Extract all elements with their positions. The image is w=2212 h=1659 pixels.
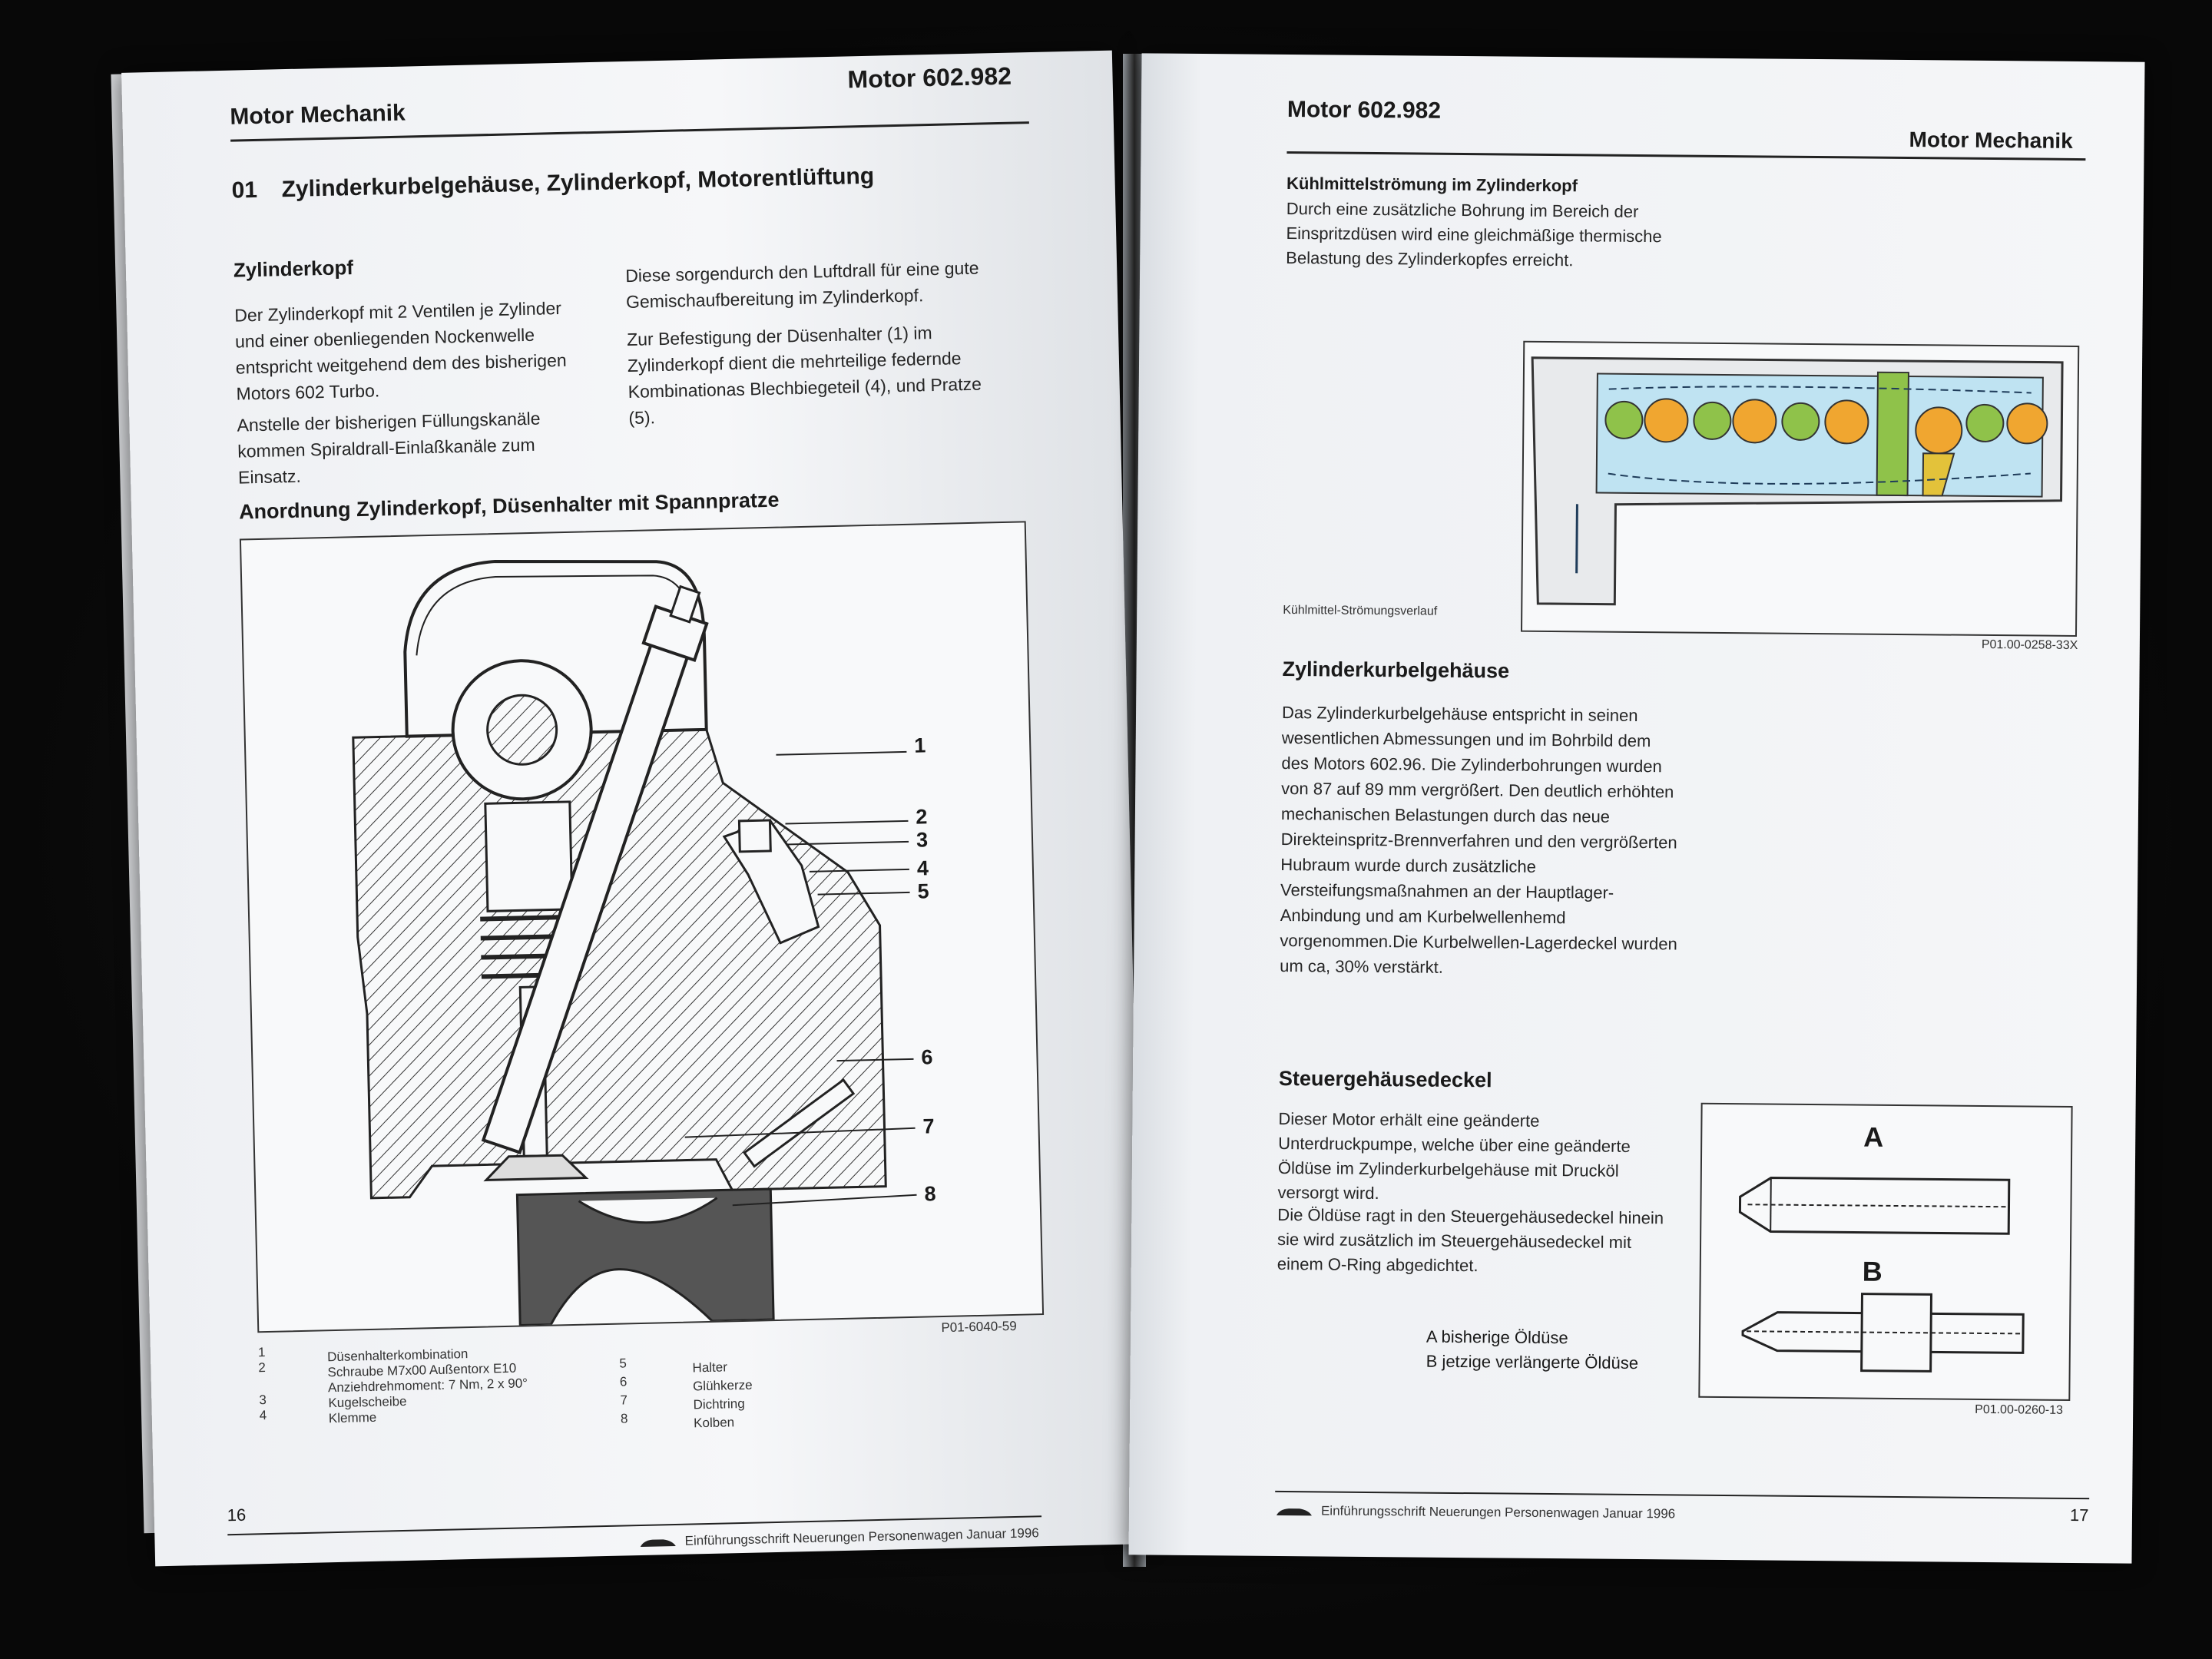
callout-5: 5 <box>917 879 929 903</box>
page-header-model: Motor 602.982 <box>847 61 1012 94</box>
coolant-fig-caption: Kühlmittel-Strömungsverlauf <box>1283 603 1438 618</box>
page-number: 16 <box>227 1505 247 1525</box>
left-page: Motor Mechanik Motor 602.982 01 Zylinder… <box>121 50 1146 1567</box>
legend-num: 6 <box>619 1374 628 1389</box>
callout-7: 7 <box>922 1114 935 1138</box>
callout-8: 8 <box>924 1182 936 1206</box>
coolant-fig-code: P01.00-0258-33X <box>1981 637 2078 653</box>
timing-cover-title: Steuergehäusedeckel <box>1278 1066 1492 1092</box>
page-header-model: Motor 602.982 <box>1286 96 1442 124</box>
crankcase-title: Zylinderkurbelgehäuse <box>1282 657 1510 683</box>
oil-nozzle-drawing <box>1738 1177 2025 1373</box>
legend-text: Dichtring <box>693 1396 745 1412</box>
nozzle-b <box>1741 1293 2025 1373</box>
col1-paragraph-2: Anstelle der bisherigen Füllungskanäle k… <box>237 408 541 488</box>
page-header-title: Motor Mechanik <box>230 100 406 130</box>
legend-text: Halter <box>692 1359 728 1376</box>
legend-text: Kolben <box>693 1415 735 1431</box>
coolant-title: Kühlmittelströmung im Zylinderkopf <box>1286 173 1578 196</box>
oil-nozzle-figure: A B <box>1698 1102 2073 1401</box>
coolant-flow-figure <box>1520 340 2080 637</box>
section-title: Zylinderkurbelgehäuse, Zylinderkopf, Mot… <box>281 163 875 203</box>
callout-4: 4 <box>916 856 929 880</box>
subsection-title: Zylinderkopf <box>233 256 354 282</box>
right-page: Motor 602.982 Motor Mechanik Kühlmittels… <box>1128 53 2145 1564</box>
legend-num: 7 <box>620 1392 628 1408</box>
legend-num: 8 <box>620 1411 628 1426</box>
footer-rule <box>1275 1490 2090 1500</box>
car-logo-icon <box>1276 1508 1312 1516</box>
nozzle-legend-a: A bisherige Öldüse <box>1426 1326 1568 1348</box>
page-number: 17 <box>2069 1505 2089 1525</box>
nozzle-label-b: B <box>1862 1255 1883 1287</box>
legend-num: 5 <box>619 1356 628 1371</box>
coolant-flow-diagram <box>1531 356 2064 606</box>
col1-paragraph-1: Der Zylinderkopf mit 2 Ventilen je Zylin… <box>234 297 567 404</box>
nozzle-legend-b: B jetzige verlängerte Öldüse <box>1426 1351 1639 1373</box>
coolant-text: Durch eine zusätzliche Bohrung im Bereic… <box>1286 198 1662 270</box>
legend-num: 4 <box>259 1408 267 1423</box>
legend-num: 1 <box>257 1345 266 1360</box>
cylinder-markers <box>1604 371 2048 497</box>
timing-cover-para-1: Dieser Motor erhält eine geänderte Unter… <box>1277 1108 1631 1204</box>
callout-6: 6 <box>921 1045 933 1069</box>
callout-1: 1 <box>913 733 926 757</box>
legend-num: 3 <box>259 1392 267 1408</box>
footer-text: Einführungsschrift Neuerungen Personenwa… <box>684 1525 1039 1548</box>
legend-text: Glühkerze <box>692 1377 753 1394</box>
crankcase-text: Das Zylinderkurbelgehäuse entspricht in … <box>1280 702 1677 977</box>
nozzle-a <box>1738 1177 2011 1235</box>
callout-2: 2 <box>916 805 928 829</box>
engine-section-figure: 1 2 3 4 5 6 7 8 <box>239 521 1045 1333</box>
section-number: 01 <box>231 177 258 204</box>
timing-cover-para-2: Die Öldüse ragt in den Steuergehäusedeck… <box>1277 1204 1664 1276</box>
legend-text: Kugelscheibe <box>328 1393 407 1411</box>
figure-code: P01-6040-59 <box>941 1318 1017 1336</box>
header-rule <box>1286 151 2086 161</box>
footer-text: Einführungsschrift Neuerungen Personenwa… <box>1320 1503 1676 1522</box>
nozzle-fig-code: P01.00-0260-13 <box>1975 1402 2064 1417</box>
legend-num: 2 <box>258 1360 267 1376</box>
cylinder-head-drawing <box>352 560 917 1327</box>
col2-paragraph-1: Diese sorgendurch den Luftdrall für eine… <box>624 257 979 313</box>
figure-title: Anordnung Zylinderkopf, Düsenhalter mit … <box>238 488 780 524</box>
col2-paragraph-2: Zur Befestigung der Düsenhalter (1) im Z… <box>626 323 982 429</box>
callout-3: 3 <box>916 828 929 852</box>
page-header-title: Motor Mechanik <box>1909 127 2073 153</box>
car-logo-icon <box>640 1539 676 1548</box>
legend-text: Klemme <box>328 1409 377 1426</box>
nozzle-label-a: A <box>1863 1121 1884 1153</box>
